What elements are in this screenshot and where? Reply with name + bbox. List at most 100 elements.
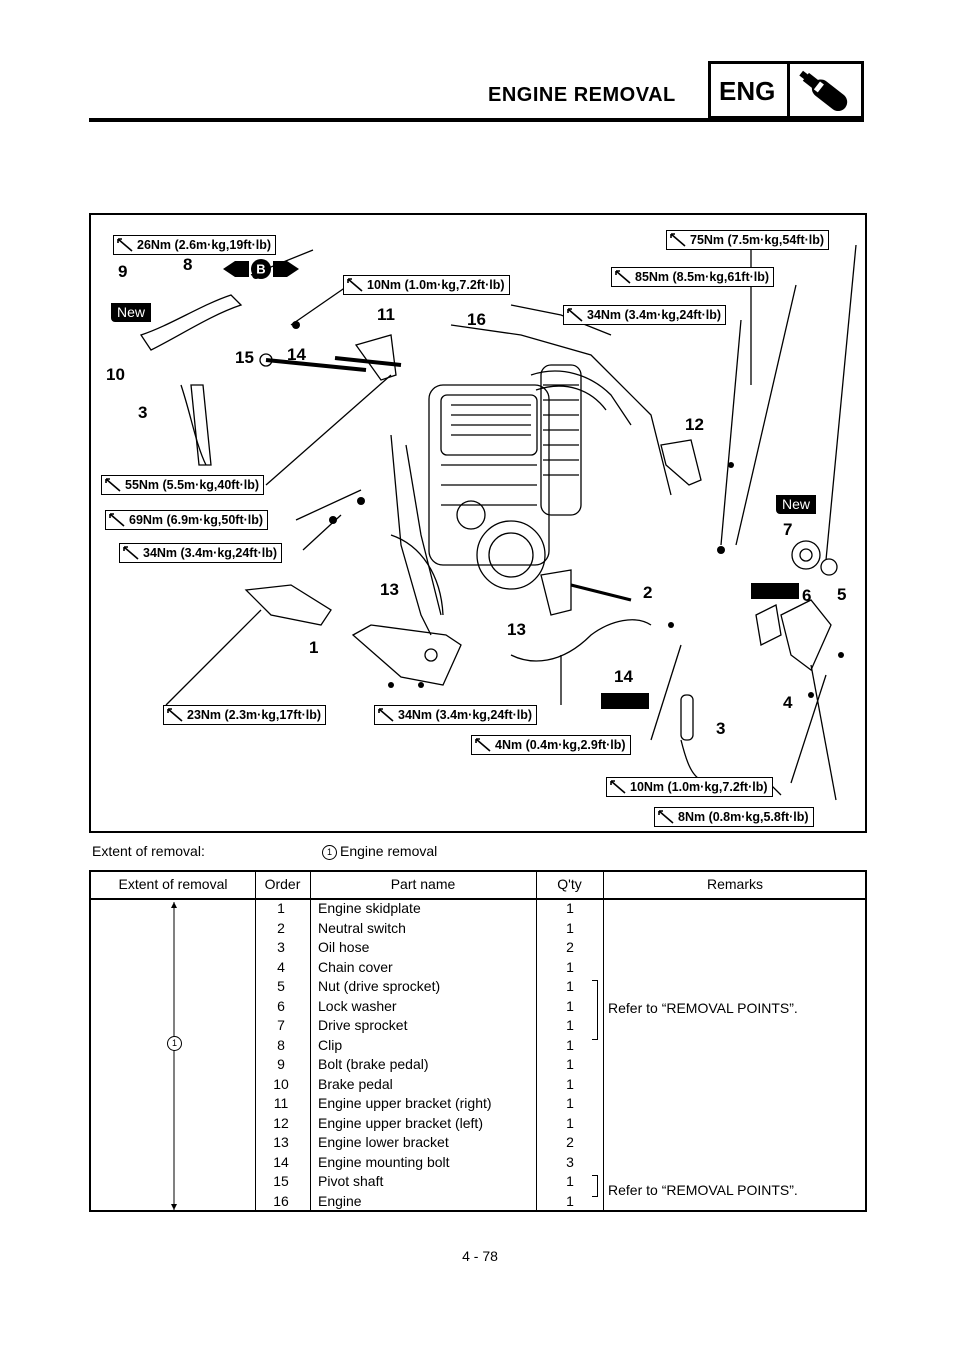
page-title: ENGINE REMOVAL — [488, 84, 676, 106]
callout-number: 6 — [802, 586, 812, 605]
callout-number: 15 — [235, 348, 254, 367]
callout-number: 4 — [783, 693, 793, 712]
torque-wrench-icon — [567, 308, 583, 322]
torque-spec-label: 10Nm (1.0m·kg,7.2ft·lb) — [630, 780, 768, 794]
torque-spec-label: 26Nm (2.6m·kg,19ft·lb) — [137, 238, 272, 252]
torque-spec: 23Nm (2.3m·kg,17ft·lb) — [163, 705, 327, 725]
column-divider — [536, 872, 537, 1210]
torque-wrench-icon — [378, 708, 394, 722]
torque-wrench-icon — [670, 233, 686, 247]
header-remarks: Remarks — [706, 876, 763, 892]
section-badge-label: ENG — [719, 76, 776, 106]
torque-wrench-icon — [105, 478, 121, 492]
torque-spec-label: 69Nm (6.9m·kg,50ft·lb) — [129, 513, 264, 527]
torque-spec: 75Nm (7.5m·kg,54ft·lb) — [666, 230, 830, 250]
section-badge-divider — [787, 64, 790, 116]
torque-spec-label: 34Nm (3.4m·kg,24ft·lb) — [398, 708, 533, 722]
torque-spec: 34Nm (3.4m·kg,24ft·lb) — [374, 705, 538, 725]
column-divider — [255, 872, 256, 1210]
torque-wrench-icon — [123, 546, 139, 560]
grease-b-icon: B — [223, 259, 299, 279]
callout-number: 3 — [716, 719, 726, 738]
callout-number: 14 — [614, 667, 633, 686]
torque-spec: 26Nm (2.6m·kg,19ft·lb) — [113, 235, 277, 255]
torque-spec-label: 75Nm (7.5m·kg,54ft·lb) — [690, 233, 825, 247]
header-order: Order — [264, 876, 301, 892]
torque-spec: 85Nm (8.5m·kg,61ft·lb) — [611, 267, 775, 287]
header-rule — [89, 118, 864, 122]
extent-label: Extent of removal: — [92, 843, 205, 859]
engine-illustration — [139, 244, 857, 801]
callout-number: 13 — [380, 580, 399, 599]
torque-spec-label: 34Nm (3.4m·kg,24ft·lb) — [587, 308, 722, 322]
torque-wrench-icon — [167, 708, 183, 722]
remark-text: Refer to “REMOVAL POINTS”. — [608, 1182, 798, 1198]
torque-spec-label: 23Nm (2.3m·kg,17ft·lb) — [187, 708, 322, 722]
extent-range-arrow — [171, 902, 177, 1210]
torque-spec: 8Nm (0.8m·kg,5.8ft·lb) — [654, 807, 814, 827]
column-divider — [310, 872, 311, 1210]
callout-number: 14 — [287, 345, 306, 364]
exploded-diagram: 26Nm (2.6m·kg,19ft·lb) 10Nm (1.0m·kg,7.2… — [89, 213, 867, 833]
torque-spec: 55Nm (5.5m·kg,40ft·lb) — [101, 475, 265, 495]
torque-spec-label: 4Nm (0.4m·kg,2.9ft·lb) — [495, 738, 626, 752]
grease-b-label: B — [256, 262, 265, 277]
torque-spec-label: 85Nm (8.5m·kg,61ft·lb) — [635, 270, 770, 284]
remark-bracket — [592, 1175, 598, 1197]
torque-wrench-icon — [615, 270, 631, 284]
new-part-badge: New — [776, 495, 817, 514]
callout-number: 7 — [783, 520, 793, 539]
callout-number: 10 — [106, 365, 125, 384]
torque-spec-label: 34Nm (3.4m·kg,24ft·lb) — [143, 546, 278, 560]
new-part-badge: New — [111, 303, 152, 322]
header-qty: Q'ty — [557, 876, 582, 892]
remark-bracket — [592, 980, 598, 1040]
callout-number: 16 — [467, 310, 486, 329]
callout-number: 2 — [643, 583, 653, 602]
header-rule — [91, 898, 865, 900]
callout-number: 9 — [118, 262, 128, 281]
extent-value: Engine removal — [340, 843, 438, 859]
torque-wrench-icon — [117, 238, 133, 252]
torque-wrench-icon — [347, 278, 363, 292]
torque-spec: 34Nm (3.4m·kg,24ft·lb) — [119, 543, 283, 563]
torque-spec-label: 10Nm (1.0m·kg,7.2ft·lb) — [367, 278, 505, 292]
callout-number: 11 — [377, 305, 395, 324]
callout-number: 12 — [685, 415, 704, 434]
callout-number: 3 — [138, 403, 148, 422]
torque-wrench-icon — [475, 738, 491, 752]
torque-spec: 69Nm (6.9m·kg,50ft·lb) — [105, 510, 269, 530]
torque-spec-label: 8Nm (0.8m·kg,5.8ft·lb) — [678, 810, 809, 824]
callout-number: 5 — [837, 585, 847, 604]
callout-number: 8 — [183, 255, 193, 274]
column-divider — [603, 872, 604, 1210]
torque-spec-label: 55Nm (5.5m·kg,40ft·lb) — [125, 478, 260, 492]
header-part-name: Part name — [390, 876, 456, 892]
circled-marker: 1 — [322, 845, 337, 860]
page-number: 4 - 78 — [462, 1248, 498, 1264]
torque-wrench-icon — [109, 513, 125, 527]
torque-spec: 34Nm (3.4m·kg,24ft·lb) — [563, 305, 727, 325]
engine-wrench-icon — [799, 70, 848, 112]
torque-spec: 10Nm (1.0m·kg,7.2ft·lb) — [343, 275, 510, 295]
circled-marker: 1 — [167, 1036, 182, 1051]
section-badge: ENG — [708, 61, 864, 119]
remark-text: Refer to “REMOVAL POINTS”. — [608, 1000, 798, 1016]
